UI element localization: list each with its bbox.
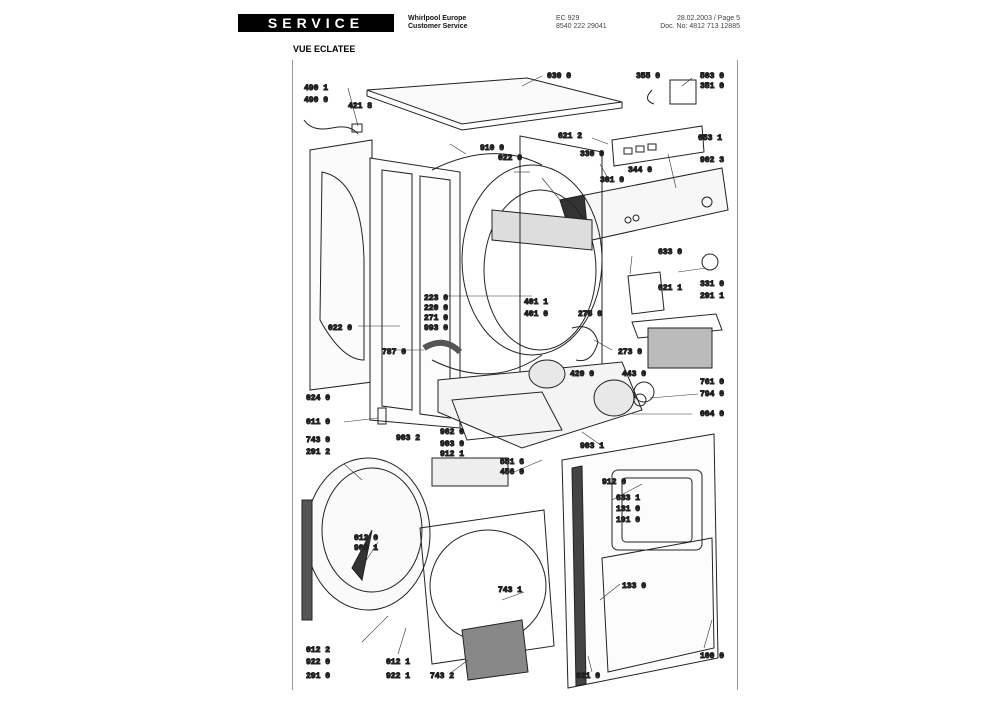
part-number: 8540 222 29041 (556, 23, 607, 30)
page-info-block: 28.02.2003 / Page 5 Doc. No: 4812 713 12… (660, 15, 740, 31)
part-label: 902 3 (700, 156, 724, 165)
part-label: 490 0 (304, 96, 328, 105)
part-label: 021 0 (576, 672, 600, 681)
part-label: 794 0 (700, 390, 724, 399)
part-label: 301 0 (600, 176, 624, 185)
part-label: 993 0 (424, 324, 448, 333)
part-label: 100 0 (700, 652, 724, 661)
part-label: 456 0 (500, 468, 524, 477)
part-label: 621 2 (558, 132, 582, 141)
diagram-frame (292, 60, 738, 690)
part-label: 330 0 (580, 150, 604, 159)
part-label: 912 0 (602, 478, 626, 487)
model-code-block: EC 929 8540 222 29041 (556, 15, 607, 31)
part-label: 273 0 (618, 348, 642, 357)
part-label: 223 0 (424, 294, 448, 303)
part-label: 743 0 (306, 436, 330, 445)
part-label: 421 8 (348, 102, 372, 111)
page-header: SERVICE Whirlpool Europe Customer Servic… (238, 14, 740, 34)
brand-block: Whirlpool Europe Customer Service (408, 15, 468, 31)
service-badge: SERVICE (238, 14, 394, 32)
part-label: 012 0 (354, 534, 378, 543)
date-page: 28.02.2003 / Page 5 (676, 15, 740, 22)
part-label: 903 0 (440, 440, 464, 449)
part-label: 291 2 (306, 448, 330, 457)
part-label: 633 1 (616, 494, 640, 503)
part-label: 220 0 (424, 304, 448, 313)
brand-line-2: Customer Service (408, 23, 468, 30)
part-label: 922 0 (306, 658, 330, 667)
part-label: 030 0 (547, 72, 571, 81)
exploded-view-diagram: 490 1 490 0 421 8 030 0 355 0 503 0 351 … (301, 72, 729, 689)
part-label: 131 0 (616, 505, 640, 514)
part-label: 922 1 (386, 672, 410, 681)
part-label: 191 0 (616, 516, 640, 525)
part-label: 910 0 (480, 144, 504, 153)
section-title: VUE ECLATEE (293, 44, 356, 54)
part-label: 912 1 (440, 450, 464, 459)
part-label: 490 1 (304, 84, 328, 93)
part-label: 275 0 (578, 310, 602, 319)
part-label: 022 0 (498, 154, 522, 163)
part-label: 621 1 (658, 284, 682, 293)
part-label: 420 0 (570, 370, 594, 379)
doc-number: Doc. No: 4812 713 12885 (660, 23, 740, 30)
part-label: 291 0 (306, 672, 330, 681)
part-label: 271 0 (424, 314, 448, 323)
part-label: 401 0 (524, 310, 548, 319)
part-label: 743 2 (430, 672, 454, 681)
brand-line-1: Whirlpool Europe (408, 15, 467, 22)
part-label: 551 6 (500, 458, 524, 467)
part-label: 653 1 (698, 134, 722, 143)
part-label: 012 1 (386, 658, 410, 667)
part-label: 903 1 (580, 442, 604, 451)
part-label: 011 0 (306, 418, 330, 427)
part-label: 962 0 (440, 428, 464, 437)
part-label: 902 1 (354, 544, 378, 553)
part-label: 787 0 (382, 348, 406, 357)
part-label: 291 1 (700, 292, 724, 301)
part-label: 401 1 (524, 298, 548, 307)
part-label: 004 0 (700, 410, 724, 419)
part-label: 761 0 (700, 378, 724, 387)
part-label: 344 0 (628, 166, 652, 175)
part-label: 503 0 (700, 72, 724, 81)
part-label: 633 0 (658, 248, 682, 257)
part-label: 351 0 (700, 82, 724, 91)
model-code: EC 929 (556, 15, 580, 22)
part-label: 022 0 (328, 324, 352, 333)
part-label: 903 2 (396, 434, 420, 443)
part-label: 331 0 (700, 280, 724, 289)
part-label: 012 2 (306, 646, 330, 655)
part-label: 355 0 (636, 72, 660, 81)
part-label: 743 1 (498, 586, 522, 595)
part-label: 024 0 (306, 394, 330, 403)
part-label: 443 0 (622, 370, 646, 379)
part-label: 133 0 (622, 582, 646, 591)
